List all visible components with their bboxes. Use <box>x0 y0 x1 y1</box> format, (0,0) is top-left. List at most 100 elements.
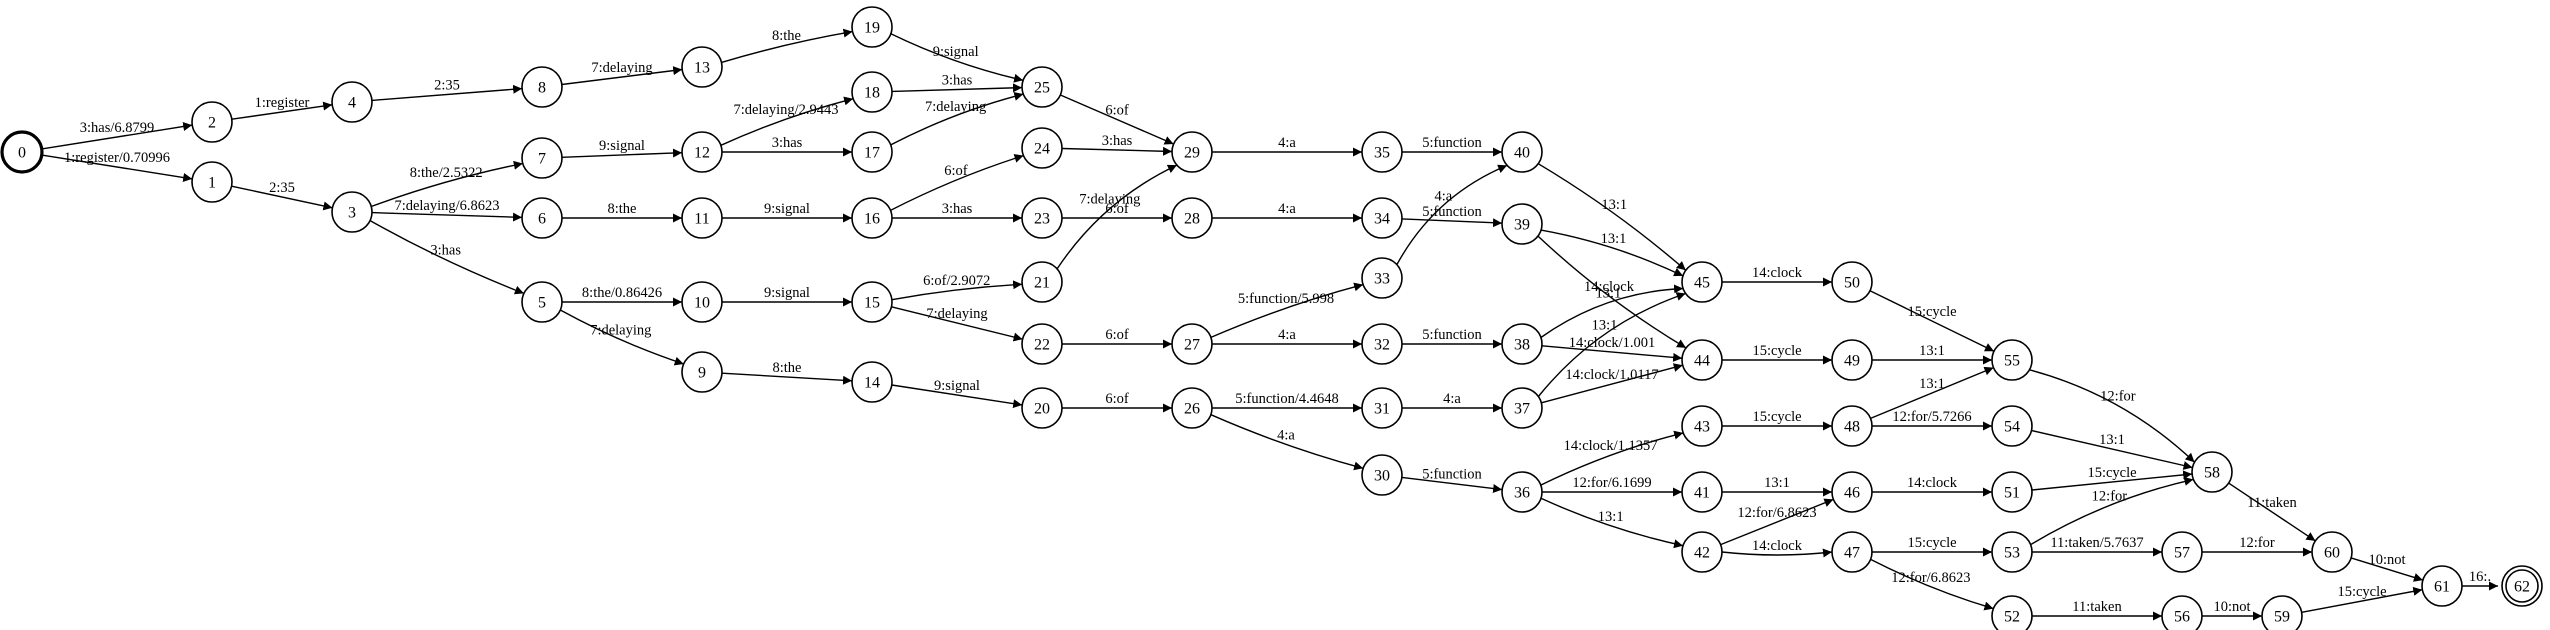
edge-label: 9:signal <box>599 138 645 154</box>
state-circle <box>2421 565 2463 607</box>
state-node-8: 8 <box>521 66 563 108</box>
edge-label: 4:a <box>1278 135 1296 151</box>
edge-label: 3:has <box>1102 133 1133 149</box>
state-label: 10 <box>694 295 710 312</box>
state-label: 26 <box>1184 401 1200 418</box>
edge-54-58: 13:1 <box>2031 429 2193 470</box>
edge-16-23: 3:has <box>892 201 1022 223</box>
state-node-23: 23 <box>1021 197 1063 239</box>
state-label: 33 <box>1374 271 1390 288</box>
edge-12-17: 3:has <box>721 135 852 157</box>
edge-26-30: 4:a <box>1210 414 1364 471</box>
edge-0-1: 1:register/0.70996 <box>41 150 193 182</box>
edge-25-29: 6:of <box>1060 94 1174 145</box>
edge-35-40: 5:function <box>1401 135 1502 157</box>
state-label: 40 <box>1514 145 1530 162</box>
state-circle <box>521 281 563 323</box>
edge-label: 8:the/0.86426 <box>582 285 662 301</box>
state-circle <box>331 81 373 123</box>
state-circle <box>1831 339 1873 381</box>
edge-arrow <box>1869 290 1995 352</box>
state-label: 55 <box>2004 353 2020 370</box>
edge-24-29: 3:has <box>1061 133 1173 156</box>
state-node-27: 27 <box>1171 323 1213 365</box>
state-node-2: 2 <box>191 101 233 143</box>
edge-label: 13:1 <box>1596 286 1622 302</box>
edge-arrow <box>1870 366 1994 420</box>
edge-label: 10:not <box>2213 599 2250 615</box>
edge-39-44: 14:clock <box>1537 235 1687 349</box>
edge-40-45: 13:1 <box>1537 163 1687 271</box>
edge-label: 9:signal <box>764 285 810 301</box>
edge-49-55: 13:1 <box>1872 343 1992 365</box>
edge-20-26: 6:of <box>1062 391 1172 413</box>
edge-label: 1:register/0.70996 <box>64 150 170 166</box>
edge-61-62: 16:. <box>2461 569 2498 591</box>
state-circle <box>1171 387 1213 429</box>
edge-label: 1:register <box>255 95 310 111</box>
edge-arrow <box>721 372 853 385</box>
state-node-34: 34 <box>1361 197 1403 239</box>
state-node-6: 6 <box>521 197 563 239</box>
state-node-33: 33 <box>1361 257 1403 299</box>
edge-label: 12:for <box>2239 535 2275 551</box>
state-circle <box>1501 323 1543 365</box>
edge-label: 4:a <box>1443 391 1461 407</box>
state-circle <box>1681 261 1723 303</box>
edge-label: 12:for/6.8623 <box>1737 505 1816 521</box>
edge-label: 14:clock <box>1752 538 1803 554</box>
edge-label: 13:1 <box>1764 475 1790 491</box>
edge-label: 2:35 <box>269 180 295 196</box>
edge-label: 11:taken <box>2072 599 2122 615</box>
state-circle <box>1361 323 1403 365</box>
edge-arrow <box>1540 497 1684 549</box>
edge-label: 8:the <box>772 28 801 44</box>
edge-57-60: 12:for <box>2202 535 2312 557</box>
state-node-13: 13 <box>681 46 723 88</box>
edge-46-51: 14:clock <box>1871 475 1992 497</box>
state-node-15: 15 <box>851 281 893 323</box>
edge-label: 8:the <box>608 201 637 217</box>
edge-45-50: 14:clock <box>1721 265 1832 287</box>
state-circle <box>1681 531 1723 573</box>
state-node-61: 61 <box>2421 565 2463 607</box>
edge-label: 5:function/4.4648 <box>1235 391 1339 407</box>
state-label: 61 <box>2434 579 2450 596</box>
edge-36-42: 13:1 <box>1540 497 1684 549</box>
edge-arrow <box>890 33 1024 83</box>
state-node-14: 14 <box>851 361 893 403</box>
state-label: 53 <box>2004 545 2020 562</box>
edge-19-25: 9:signal <box>890 33 1024 83</box>
state-node-10: 10 <box>681 281 723 323</box>
edge-label: 3:has <box>430 243 461 259</box>
edge-3-7: 8:the/2.5322 <box>370 160 523 208</box>
state-node-35: 35 <box>1361 131 1403 173</box>
edge-arrow <box>559 309 684 366</box>
state-node-52: 52 <box>1991 595 2033 630</box>
edge-58-60: 11:taken <box>2228 482 2316 542</box>
edge-arrow <box>1537 235 1687 349</box>
edge-label: 5:function <box>1422 467 1482 483</box>
edge-arrow <box>1537 163 1687 271</box>
state-label: 37 <box>1514 401 1530 418</box>
edge-label: 6:of <box>1105 103 1129 119</box>
edge-label: 9:signal <box>934 378 980 394</box>
state-circle <box>1681 339 1723 381</box>
edge-label: 4:a <box>1278 201 1296 217</box>
edge-18-25: 3:has <box>891 73 1023 93</box>
state-node-57: 57 <box>2161 531 2203 573</box>
state-circle <box>851 131 893 173</box>
state-label: 16 <box>864 211 880 228</box>
edge-label: 14:clock/1.1357 <box>1564 438 1658 454</box>
edge-27-33: 5:function/5.998 <box>1210 282 1364 339</box>
edge-label: 15:cycle <box>2337 584 2386 600</box>
state-node-56: 56 <box>2161 595 2203 630</box>
edge-56-59: 10:not <box>2201 599 2262 621</box>
state-label: 59 <box>2274 609 2290 626</box>
state-label: 18 <box>864 85 880 102</box>
state-circle <box>1681 405 1723 447</box>
state-label: 45 <box>1694 275 1710 292</box>
state-node-40: 40 <box>1501 131 1543 173</box>
state-node-18: 18 <box>851 71 893 113</box>
edge-38-45: 13:1 <box>1540 284 1684 339</box>
